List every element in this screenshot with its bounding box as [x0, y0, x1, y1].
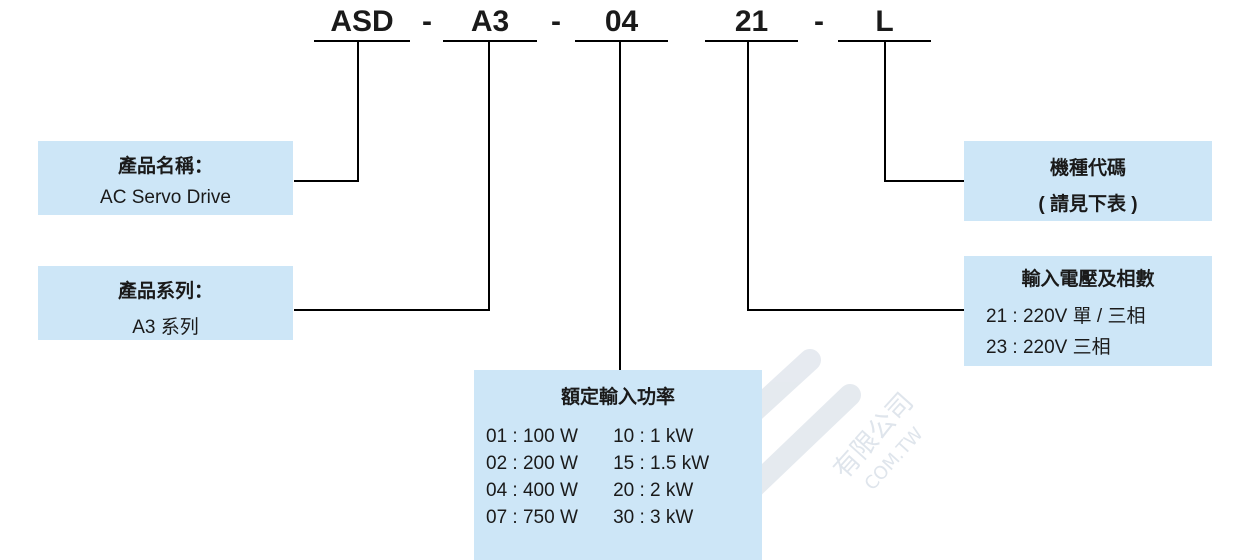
code-segment-power: 04 — [575, 4, 668, 42]
voltage-phase-line: 21 : 220V 單 / 三相 — [986, 306, 1146, 327]
rated-power-row: 02 : 200 W 15 : 1.5 kW — [474, 450, 762, 477]
code-dash: - — [814, 5, 824, 38]
rated-power-cell: 10 : 1 kW — [613, 426, 694, 447]
product-name-value: AC Servo Drive — [100, 187, 231, 208]
rated-power-cell: 04 : 400 W — [486, 480, 578, 501]
connector-voltage-phase — [747, 42, 964, 311]
code-segment-voltage: 21 — [705, 4, 798, 42]
rated-power-cell: 02 : 200 W — [486, 453, 578, 474]
rated-power-row: 04 : 400 W 20 : 2 kW — [474, 477, 762, 504]
voltage-phase-title: 輸入電壓及相數 — [1021, 269, 1155, 290]
product-name-box: 產品名稱： AC Servo Drive — [38, 141, 293, 215]
rated-power-cell: 01 : 100 W — [486, 426, 578, 447]
code-segment-model: L — [838, 4, 931, 42]
model-code-note: ( 請見下表 ) — [1038, 194, 1138, 215]
voltage-phase-line: 23 : 220V 三相 — [986, 337, 1111, 358]
model-code-title: 機種代碼 — [1049, 158, 1126, 179]
connector-product-series — [294, 42, 490, 311]
connector-model-code — [884, 42, 964, 182]
rated-power-title: 額定輸入功率 — [560, 387, 675, 408]
code-dash: - — [422, 5, 432, 38]
product-series-box: 產品系列： A3 系列 — [38, 266, 293, 340]
rated-power-cell: 20 : 2 kW — [613, 480, 694, 501]
model-code-box: 機種代碼 ( 請見下表 ) — [964, 141, 1212, 221]
rated-power-row: 07 : 750 W 30 : 3 kW — [474, 504, 762, 531]
rated-power-cell: 30 : 3 kW — [613, 507, 694, 528]
rated-power-cell: 07 : 750 W — [486, 507, 578, 528]
product-series-value: A3 系列 — [132, 317, 199, 338]
code-dash: - — [551, 5, 561, 38]
rated-power-table: 01 : 100 W 10 : 1 kW 02 : 200 W 15 : 1.5… — [474, 423, 762, 531]
rated-power-row: 01 : 100 W 10 : 1 kW — [474, 423, 762, 450]
rated-power-box: 額定輸入功率 01 : 100 W 10 : 1 kW 02 : 200 W 1… — [474, 370, 762, 560]
code-segment-series: A3 — [443, 4, 537, 42]
product-series-title: 產品系列： — [117, 281, 213, 302]
code-segment-series-prefix: ASD — [314, 4, 410, 42]
product-name-title: 產品名稱： — [117, 156, 213, 177]
connector-product-name — [294, 42, 359, 182]
rated-power-cell: 15 : 1.5 kW — [613, 453, 710, 474]
voltage-phase-box: 輸入電壓及相數 21 : 220V 單 / 三相 23 : 220V 三相 — [964, 256, 1212, 366]
